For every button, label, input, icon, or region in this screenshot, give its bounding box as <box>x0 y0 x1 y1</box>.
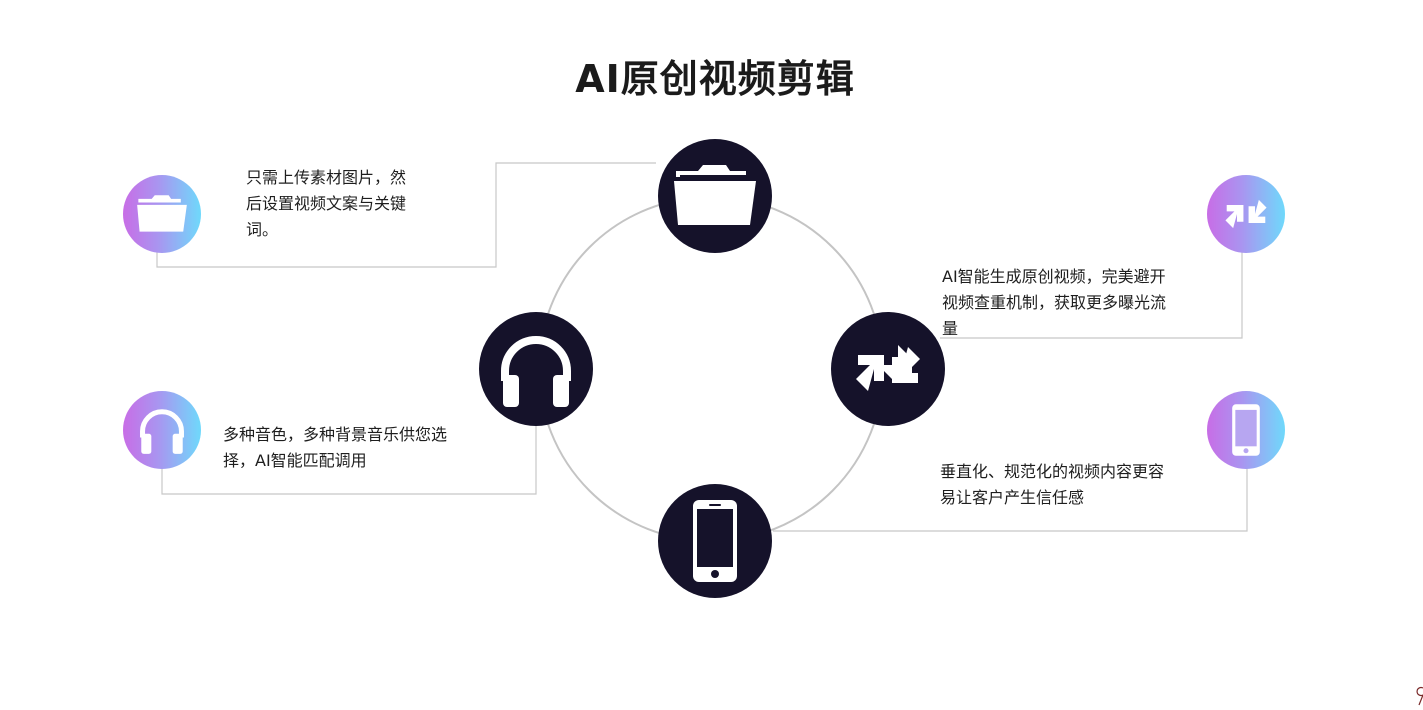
text-line: 多种音色，多种背景音乐供您选 <box>223 425 448 444</box>
text-line: 词。 <box>246 220 279 239</box>
feature-text-ai-generate: AI智能生成原创视频，完美避开 视频查重机制，获取更多曝光流 量 <box>942 264 1232 342</box>
text-line: 易让客户产生信任感 <box>940 488 1085 507</box>
smartphone-badge <box>1207 391 1285 469</box>
connector-upload <box>156 162 656 268</box>
feature-text-vertical-content: 垂直化、规范化的视频内容更容 易让客户产生信任感 <box>940 459 1230 511</box>
headphones-badge <box>123 391 201 469</box>
text-line: 量 <box>942 319 959 338</box>
text-line: 视频查重机制，获取更多曝光流 <box>942 293 1167 312</box>
folder-node <box>658 139 772 253</box>
text-line: 只需上传素材图片，然 <box>246 168 407 187</box>
compress-node <box>831 312 945 426</box>
connector-audio <box>161 400 537 495</box>
folder-icon <box>137 195 187 232</box>
compress-arrows-icon <box>1225 199 1267 229</box>
folder-icon <box>674 165 756 225</box>
smartphone-node <box>658 484 772 598</box>
connector-ai-generate <box>940 252 1243 339</box>
connector-vertical-content <box>773 468 1248 532</box>
headphones-icon <box>501 336 571 407</box>
text-line: AI智能生成原创视频，完美避开 <box>942 267 1166 286</box>
corner-mark-icon <box>1416 686 1423 706</box>
compress-badge <box>1207 175 1285 253</box>
feature-text-audio: 多种音色，多种背景音乐供您选 择，AI智能匹配调用 <box>223 422 513 474</box>
feature-text-upload: 只需上传素材图片，然 后设置视频文案与关键 词。 <box>246 165 466 243</box>
compress-arrows-icon <box>856 335 920 391</box>
smartphone-icon <box>693 500 737 582</box>
text-line: 后设置视频文案与关键 <box>246 194 407 213</box>
headphones-node <box>479 312 593 426</box>
smartphone-icon <box>1232 404 1260 456</box>
text-line: 垂直化、规范化的视频内容更容 <box>940 462 1165 481</box>
page-title: AI原创视频剪辑 <box>575 57 855 101</box>
headphones-icon <box>140 409 184 454</box>
text-line: 择，AI智能匹配调用 <box>223 451 367 470</box>
folder-badge <box>123 175 201 253</box>
